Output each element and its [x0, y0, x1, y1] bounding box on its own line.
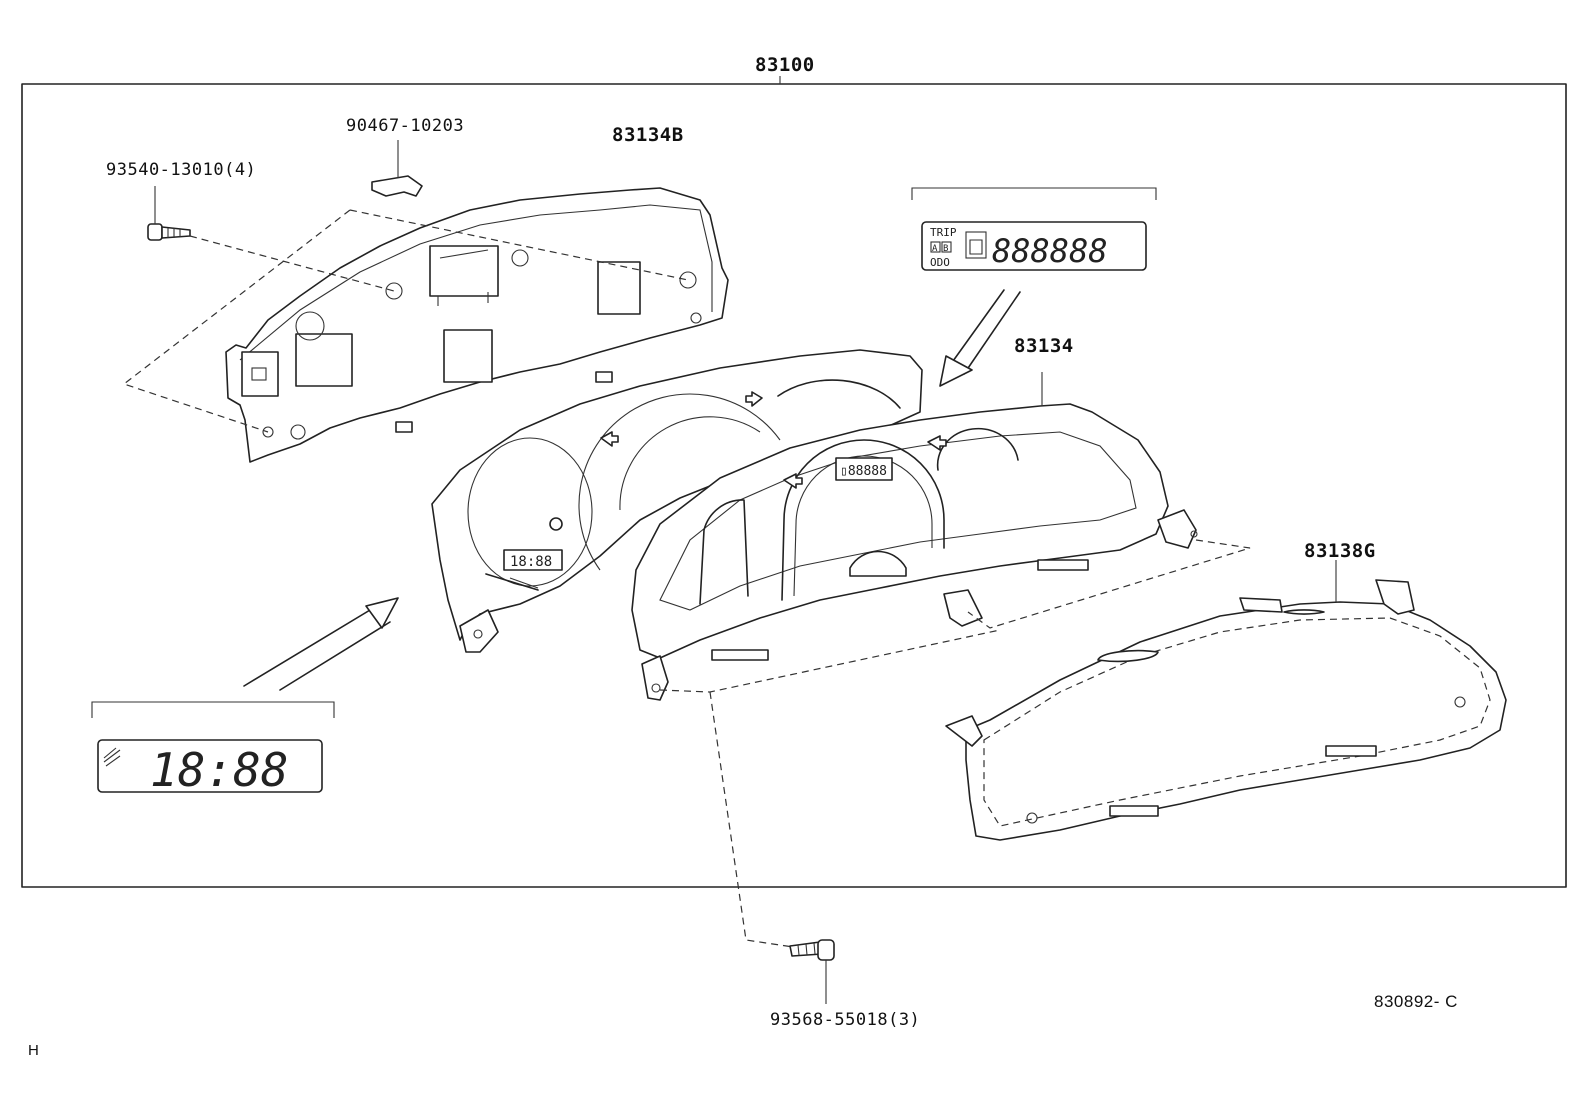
- figure-code: 830892- C: [1374, 992, 1458, 1011]
- corner-mark: H: [28, 1042, 40, 1059]
- part-label-screw-top: 93540-13010(4): [106, 160, 257, 180]
- assembly-frame: [21, 83, 1567, 888]
- part-label-plate: 83134: [1014, 335, 1074, 357]
- svg-text:18:88: 18:88: [510, 554, 552, 570]
- screw-93540: [147, 186, 191, 241]
- alignment-line: [709, 691, 801, 949]
- clip-90467: [371, 140, 423, 197]
- odo-a-text: A: [932, 244, 938, 254]
- assembly-label: 83100: [755, 54, 815, 76]
- alignment-line: [659, 629, 1001, 693]
- alignment-line: [967, 539, 1251, 629]
- part-label-clip: 90467-10203: [346, 116, 465, 136]
- odo-detail: TRIP A B ODO 888888: [911, 187, 1157, 387]
- part-label-glass: 83138G: [1304, 540, 1376, 562]
- odo-digits: 888888: [992, 232, 1108, 270]
- svg-text:▯88888: ▯88888: [840, 464, 887, 479]
- odo-trip-text: TRIP: [930, 226, 957, 239]
- clock-time: 18:88: [150, 743, 288, 797]
- glass-83138g: [945, 560, 1507, 841]
- clock-detail: 18:88: [91, 597, 399, 797]
- dial-plate-83134: ▯88888: [631, 372, 1198, 701]
- housing-83134b: [225, 187, 729, 463]
- screw-93568: [789, 939, 835, 1004]
- alignment-line: [122, 209, 351, 433]
- part-label-housing: 83134B: [612, 124, 684, 146]
- part-label-screw-bottom: 93568-55018(3): [770, 1010, 921, 1030]
- alignment-line: [349, 209, 689, 281]
- odo-b-text: B: [943, 244, 948, 254]
- odo-odo-text: ODO: [930, 256, 950, 269]
